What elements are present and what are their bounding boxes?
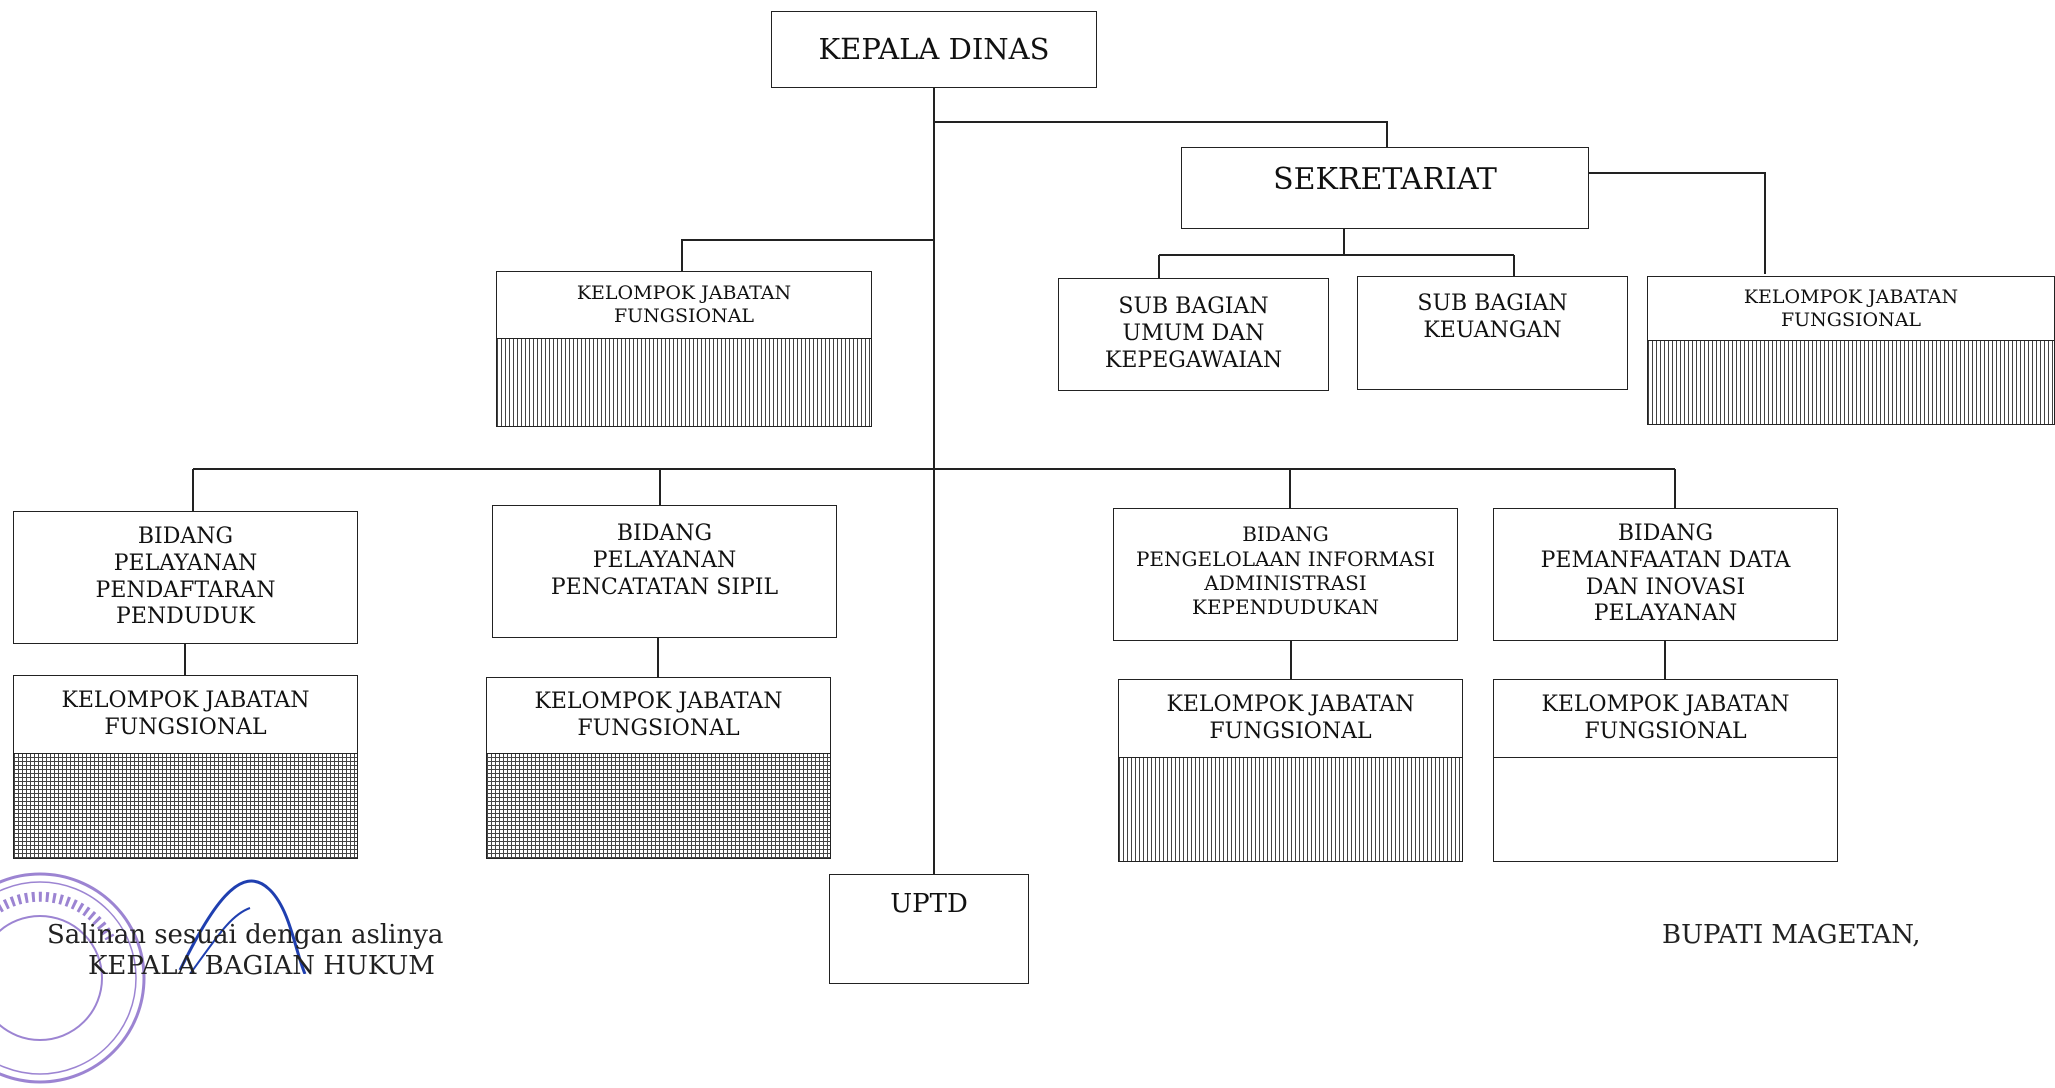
uptd-box: UPTD [829,874,1029,984]
kjf-pendaftaran-label: KELOMPOK JABATAN FUNGSIONAL [61,688,310,740]
kjf-pendaftaran-box: KELOMPOK JABATAN FUNGSIONAL [13,675,358,859]
sekretariat-box: SEKRETARIAT [1181,147,1589,229]
bupati-title: BUPATI MAGETAN, [1662,920,1921,950]
salinan-line-1: Salinan sesuai dengan aslinya [47,920,444,950]
kjf-kepala-label: KELOMPOK JABATAN FUNGSIONAL [576,281,792,327]
kepala-dinas-label: KEPALA DINAS [818,31,1050,66]
signature-icon [178,879,307,974]
bidang-pencatatan-label: BIDANG PELAYANAN PENCATATAN SIPIL [550,521,779,600]
sub-bagian-umum-label: SUB BAGIAN UMUM DAN KEPEGAWAIAN [1104,294,1283,373]
bidang-pendaftaran-box: BIDANG PELAYANAN PENDAFTARAN PENDUDUK [13,511,358,644]
kjf-pengelolaan-box: KELOMPOK JABATAN FUNGSIONAL [1118,679,1463,862]
bidang-pemanfaatan-label: BIDANG PEMANFAATAN DATA DAN INOVASI PELA… [1540,520,1791,627]
salinan-line-2: KEPALA BAGIAN HUKUM [88,951,435,981]
bidang-pendaftaran-label: BIDANG PELAYANAN PENDAFTARAN PENDUDUK [95,523,276,630]
kjf-kepala-hatch [497,338,871,426]
kjf-pengelolaan-hatch [1119,757,1462,861]
kjf-pemanfaatan-empty [1494,757,1837,861]
kjf-pencatatan-hatch [487,753,830,858]
bidang-pengelolaan-label: BIDANG PENGELOLAAN INFORMASI ADMINISTRAS… [1135,522,1436,620]
kepala-dinas-box: KEPALA DINAS [771,11,1097,88]
bidang-pencatatan-box: BIDANG PELAYANAN PENCATATAN SIPIL [492,505,837,638]
sub-bagian-keuangan-box: SUB BAGIAN KEUANGAN [1357,276,1628,390]
kjf-pengelolaan-label: KELOMPOK JABATAN FUNGSIONAL [1166,692,1415,744]
kjf-kepala-box: KELOMPOK JABATAN FUNGSIONAL [496,271,872,427]
kjf-pemanfaatan-box: KELOMPOK JABATAN FUNGSIONAL [1493,679,1838,862]
kjf-sekretariat-box: KELOMPOK JABATAN FUNGSIONAL [1647,276,2055,425]
kjf-sekretariat-hatch [1648,340,2054,424]
kjf-pencatatan-box: KELOMPOK JABATAN FUNGSIONAL [486,677,831,859]
kjf-pencatatan-label: KELOMPOK JABATAN FUNGSIONAL [534,689,783,741]
kjf-sekretariat-label: KELOMPOK JABATAN FUNGSIONAL [1743,285,1959,331]
kjf-pendaftaran-hatch [14,753,357,858]
sekretariat-label: SEKRETARIAT [1273,161,1497,197]
sub-bagian-umum-box: SUB BAGIAN UMUM DAN KEPEGAWAIAN [1058,278,1329,391]
kjf-pemanfaatan-label: KELOMPOK JABATAN FUNGSIONAL [1541,692,1790,744]
sub-bagian-keuangan-label: SUB BAGIAN KEUANGAN [1417,291,1568,343]
bidang-pemanfaatan-box: BIDANG PEMANFAATAN DATA DAN INOVASI PELA… [1493,508,1838,641]
uptd-label: UPTD [890,889,968,920]
connector-lines [184,87,1766,874]
bidang-pengelolaan-box: BIDANG PENGELOLAAN INFORMASI ADMINISTRAS… [1113,508,1458,641]
